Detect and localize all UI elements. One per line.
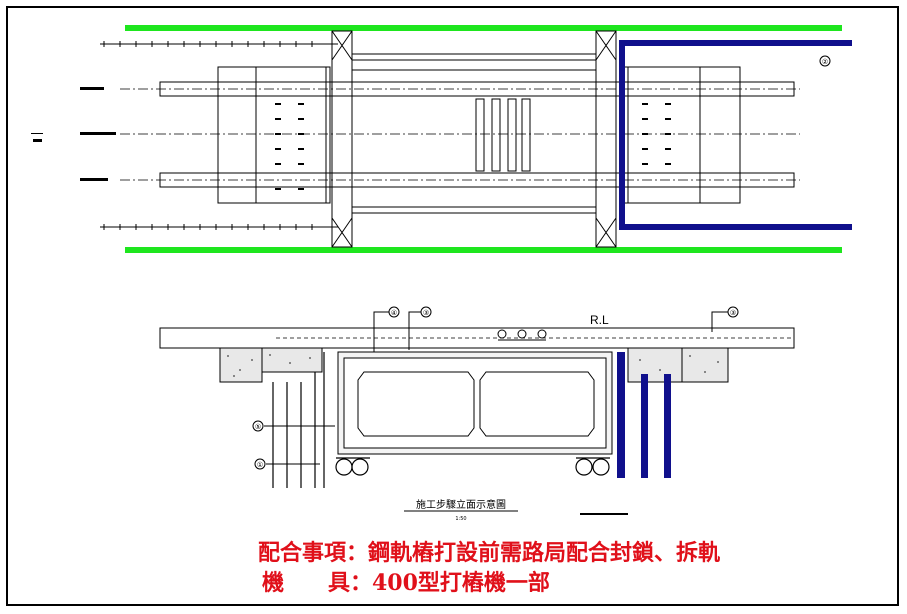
left-tags [31,87,116,181]
plan-marker: ② [822,58,828,66]
tick-marks [103,41,313,230]
callout-1: ① [257,461,263,469]
sheet-piles-elevation [617,352,671,478]
right-pit [623,66,741,204]
elevation-view: R.L ④ ③ ③ ⑤ ① [159,306,795,522]
callout-3b: ③ [730,309,736,317]
left-pit [217,66,331,204]
rollers [335,457,610,476]
callout-5: ⑤ [255,423,261,431]
box-culvert [337,351,613,455]
center-struts [475,98,531,172]
callout-3a: ③ [423,309,429,317]
sheet-pile-plan [619,40,852,230]
green-band-bottom [125,247,842,253]
h-pile-markers [275,103,671,190]
drawing-frame [6,6,899,606]
deck-rails [497,329,547,341]
elevation-caption: 施工步驟立面示意圖 [416,498,506,511]
small-note-mark [580,513,628,515]
green-band-top [125,25,842,31]
support-frame [331,30,617,248]
ground-blocks [219,347,729,383]
plan-view: ② [31,25,852,253]
note-line-1: 配合事項：鋼軌樁打設前需路局配合封鎖、拆軌 [258,540,720,566]
note-line-2: 機 具：400型打樁機一部 [262,570,550,596]
rl-label: R.L [590,313,609,327]
callout-leaders [252,306,739,470]
h-piles-left [272,352,325,488]
deck-slab [159,327,795,349]
concrete-speckle [227,354,719,377]
callout-4: ④ [391,309,397,317]
elevation-scale: 1:50 [455,516,466,522]
centre-lines [120,88,800,181]
